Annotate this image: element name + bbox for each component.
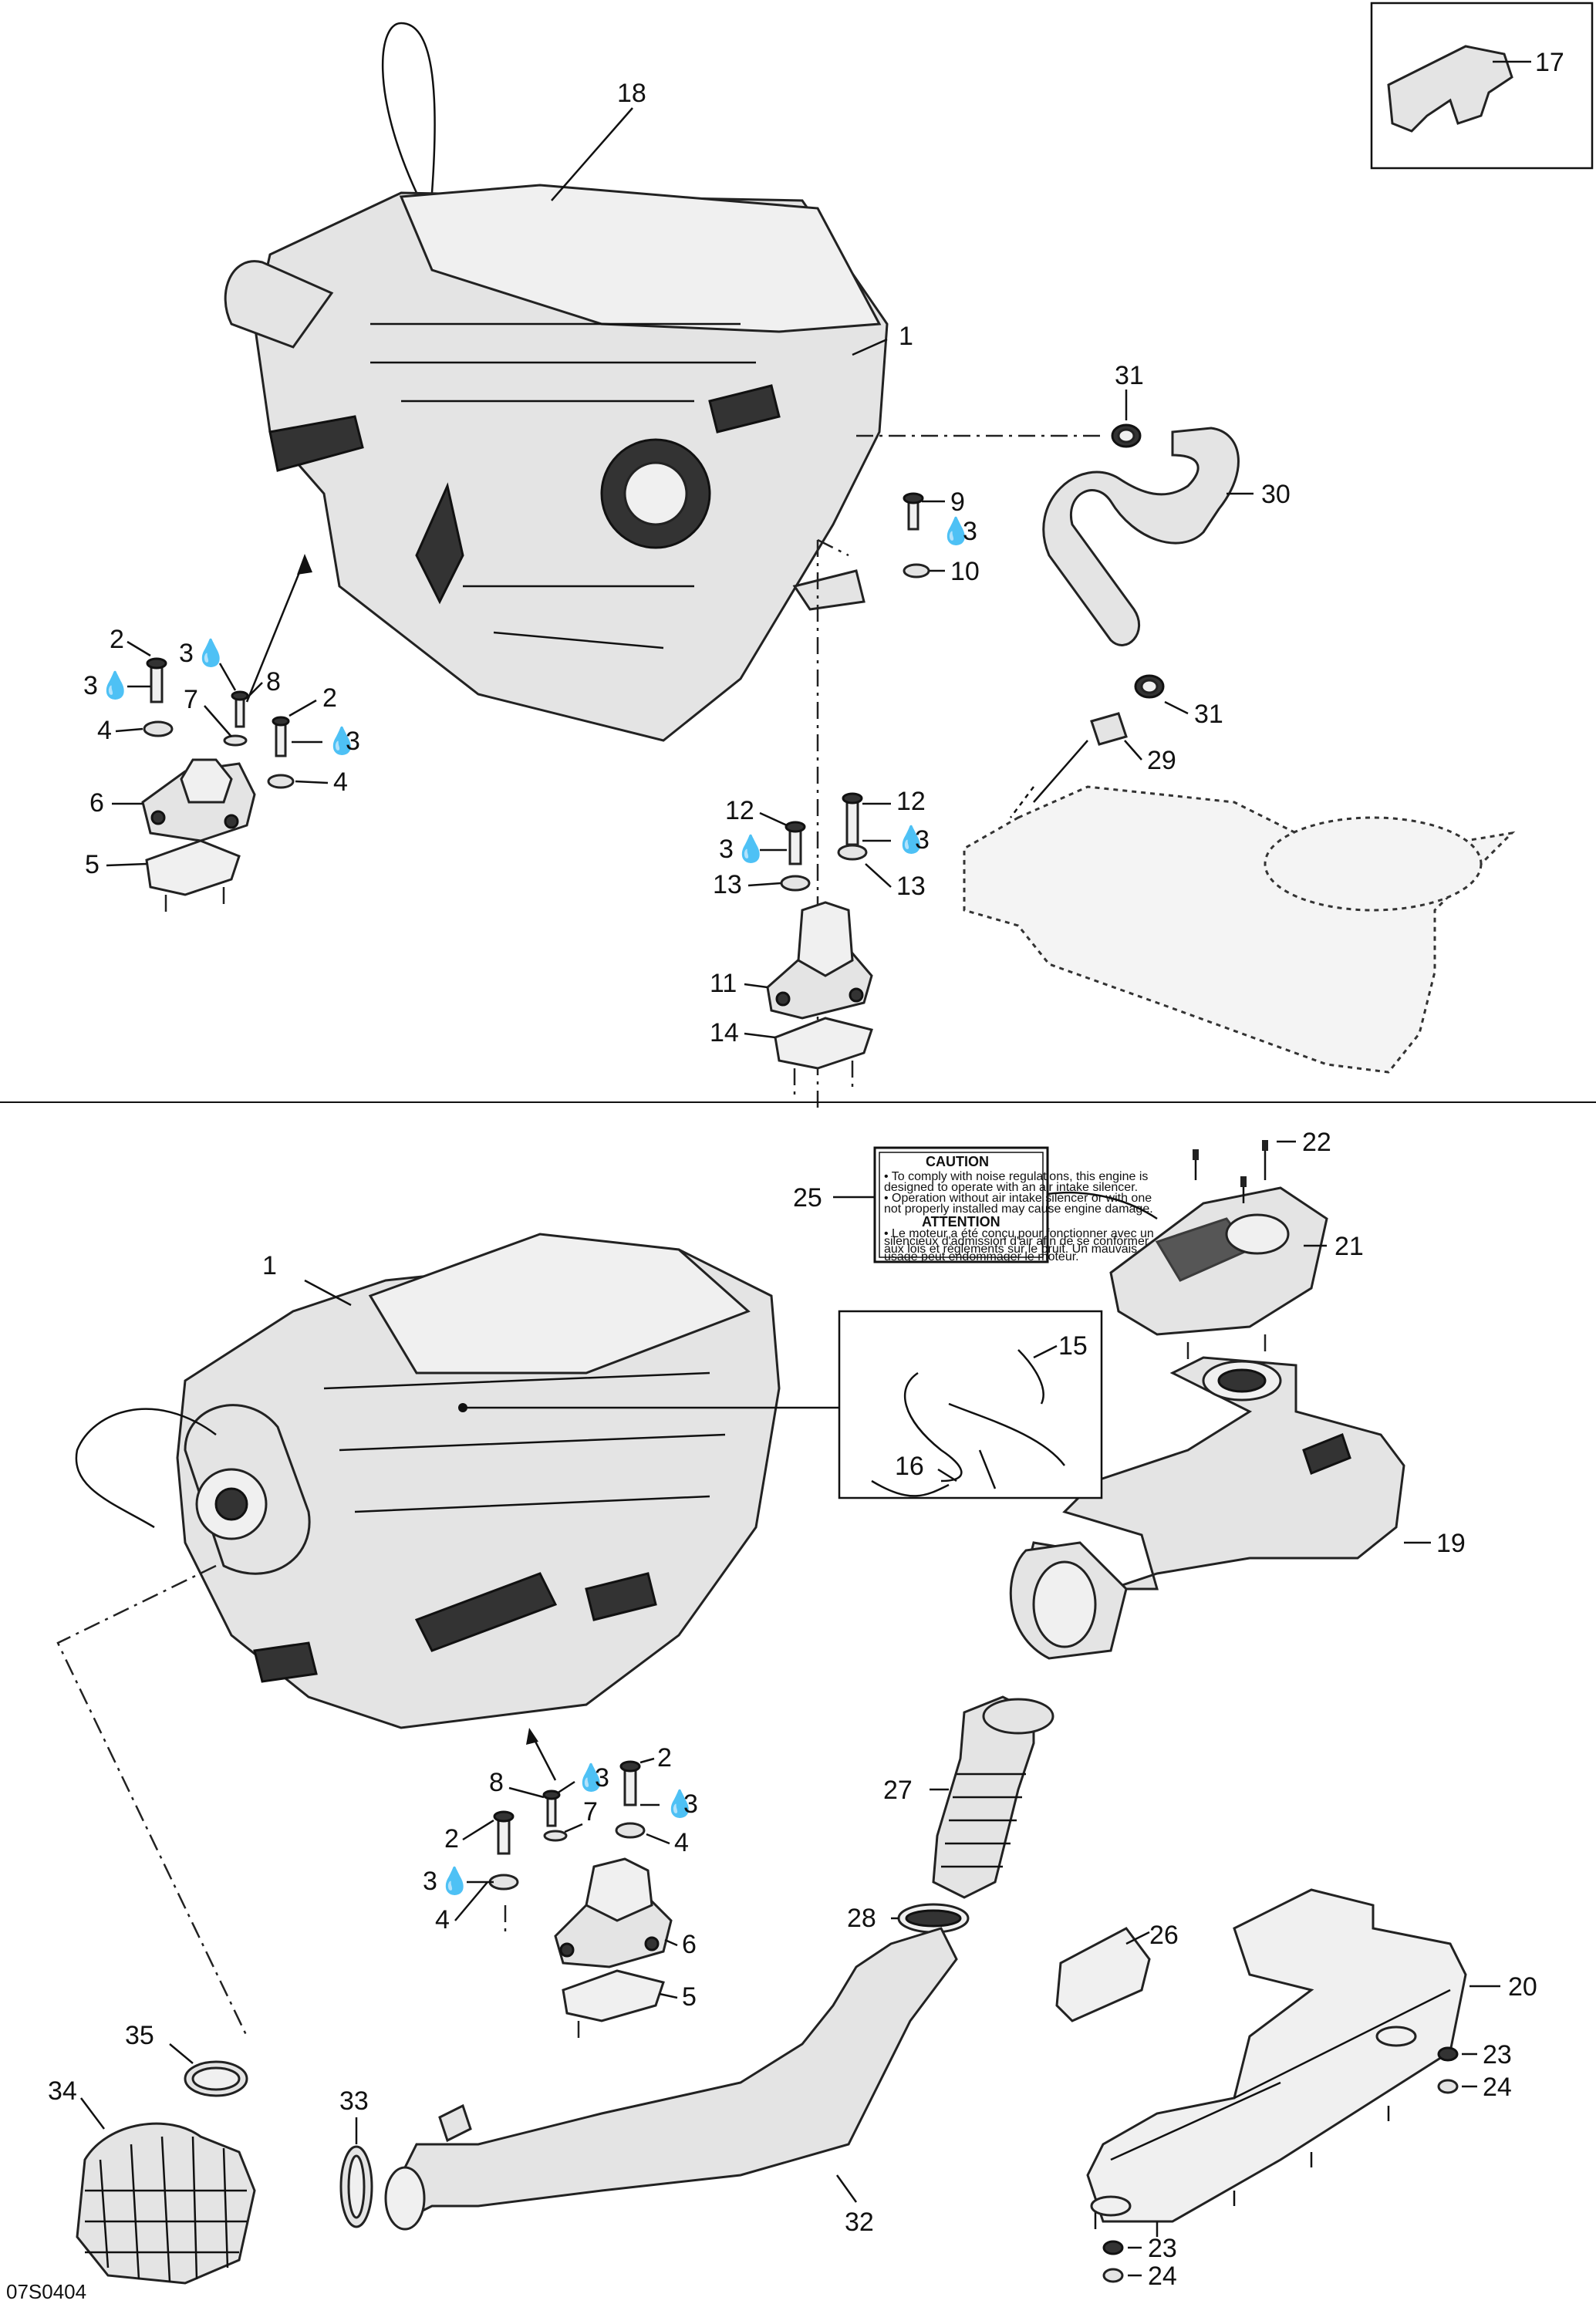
caution-line-en-3: • Operation without air intake silencer …	[884, 1192, 1152, 1205]
caution-line-fr-2: silencieux d'admission d'air afin de se …	[884, 1235, 1149, 1248]
callout-10: 10	[950, 557, 980, 586]
drop-symbol-3-e: 💧	[734, 834, 767, 864]
callout-29: 29	[1147, 746, 1176, 775]
callout-1-top: 1	[899, 322, 913, 351]
callout-20: 20	[1508, 1972, 1537, 2002]
callout-3-g: 3	[595, 1763, 609, 1793]
intake-filter-34: 35 34	[48, 2021, 256, 2285]
callout-2-d: 2	[444, 1824, 459, 1854]
callout-11: 11	[710, 969, 737, 998]
intake-bellows-27: 27 28	[847, 1695, 1054, 1934]
air-intake-silencer-19: 19	[1009, 1356, 1466, 1660]
callout-25: 25	[793, 1183, 822, 1213]
caution-line-fr-1: • Le moteur a été conçu pour fonctionner…	[884, 1227, 1154, 1240]
inset-part-17: 17	[1370, 2, 1594, 170]
caution-line-en-2: designed to operate with an air intake s…	[884, 1181, 1138, 1194]
silencer-cover-21: 22 21	[1109, 1128, 1364, 1365]
callout-4-a: 4	[97, 716, 112, 745]
callout-3-h: 3	[683, 1789, 698, 1819]
callout-12-a: 12	[725, 796, 754, 825]
callout-3-d: 3	[346, 727, 360, 756]
drop-symbol-3-f: 💧	[895, 825, 927, 855]
callout-4-c: 4	[674, 1828, 689, 1857]
bolt-washer-9-10: 9 💧 3 10	[903, 487, 980, 586]
callout-31-top: 31	[1115, 361, 1144, 390]
inset-sensor-15-16: 15 16	[838, 1310, 1103, 1499]
callout-7-a: 7	[184, 685, 198, 714]
callout-30: 30	[1261, 480, 1291, 509]
callout-8-a: 8	[266, 667, 281, 697]
drop-symbol-3-i: 💧	[438, 1866, 471, 1896]
callout-15: 15	[1058, 1331, 1088, 1361]
callout-27: 27	[883, 1776, 913, 1805]
caution-label-25: CAUTION • To comply with noise regulatio…	[793, 1146, 1158, 1263]
caution-line-fr-3: aux lois et règlements sur le bruit. Un …	[884, 1243, 1137, 1256]
air-intake-silencer-phantom	[963, 740, 1516, 1074]
callout-2-c: 2	[657, 1743, 672, 1773]
callout-7-b: 7	[583, 1797, 598, 1827]
callout-6-b: 6	[682, 1930, 697, 1959]
callout-6-a: 6	[89, 788, 104, 818]
callout-32: 32	[845, 2208, 874, 2237]
caution-line-fr-4: usage peut endommager le moteur.	[884, 1250, 1079, 1263]
engine-mount-left-top: 2 3 💧 3 💧 8 7 2 4 💧 3 4 6 5	[83, 554, 360, 918]
silencer-base-20: 20 23 24 23 24	[1086, 1888, 1537, 2291]
callout-24-right: 24	[1483, 2073, 1512, 2102]
callout-9: 9	[950, 487, 965, 517]
callout-4-d: 4	[435, 1905, 450, 1935]
caution-head-fr: ATTENTION	[922, 1214, 1000, 1230]
callout-3-f: 3	[915, 825, 930, 855]
top-engine-assembly: 18 1	[224, 22, 913, 742]
callout-34: 34	[48, 2076, 77, 2106]
callout-28: 28	[847, 1904, 876, 1933]
callout-35: 35	[125, 2021, 154, 2050]
caution-head-en: CAUTION	[926, 1154, 989, 1169]
engine-mount-left-bottom: 8 💧 3 2 7 💧 3 2 3 💧 4 4 6 5	[423, 1743, 698, 2044]
callout-22: 22	[1302, 1128, 1331, 1157]
caution-line-en-1: • To comply with noise regulations, this…	[884, 1170, 1148, 1183]
caution-line-en-4: not properly installed may cause engine …	[884, 1203, 1153, 1216]
callout-19: 19	[1436, 1529, 1466, 1558]
intake-duct-32: 32	[384, 1927, 958, 2237]
callout-3-i: 3	[423, 1867, 437, 1896]
drop-symbol-3-h: 💧	[663, 1789, 696, 1819]
drop-symbol-3-b: 💧	[99, 670, 131, 700]
diagram-code: 07S0404	[6, 2280, 87, 2303]
cover-26: 26	[1055, 1921, 1179, 2022]
bottom-engine-assembly: 1	[75, 1233, 839, 1729]
callout-3-a: 3	[963, 517, 977, 546]
drop-symbol-3-a: 💧	[940, 516, 972, 546]
callout-13-b: 13	[896, 872, 926, 901]
callout-26: 26	[1149, 1921, 1179, 1950]
callout-12-b: 12	[896, 787, 926, 816]
callout-3-b: 3	[83, 671, 98, 700]
callout-17: 17	[1535, 48, 1564, 77]
callout-31-bottom: 31	[1194, 700, 1223, 729]
callout-2-b: 2	[322, 683, 337, 713]
callout-33: 33	[339, 2086, 369, 2116]
drop-symbol-3-d: 💧	[326, 726, 358, 756]
callout-3-e: 3	[719, 835, 734, 864]
callout-18: 18	[617, 79, 646, 108]
callout-3-c: 3	[179, 639, 194, 668]
callout-8-b: 8	[489, 1768, 504, 1797]
clamp-33: 33	[339, 2086, 373, 2228]
engine-mount-middle: 12 12 3 💧 💧 3 13 13 11 14	[710, 787, 930, 1095]
callout-2-a: 2	[110, 625, 124, 654]
callout-13-a: 13	[713, 870, 742, 899]
callout-5-a: 5	[85, 850, 100, 879]
callout-21: 21	[1334, 1232, 1364, 1261]
callout-23-bottom: 23	[1148, 2234, 1177, 2263]
callout-16: 16	[895, 1452, 924, 1481]
callout-4-b: 4	[333, 767, 348, 797]
drop-symbol-3-g: 💧	[575, 1762, 607, 1793]
callout-24-bottom: 24	[1148, 2262, 1177, 2291]
callout-14: 14	[710, 1018, 739, 1047]
drop-symbol-3-c: 💧	[194, 638, 227, 668]
hose-assembly-30: 31 30 31 29	[1042, 361, 1291, 775]
callout-23-right: 23	[1483, 2040, 1512, 2069]
callout-5-b: 5	[682, 1982, 697, 2012]
callout-1-bottom: 1	[262, 1251, 277, 1280]
